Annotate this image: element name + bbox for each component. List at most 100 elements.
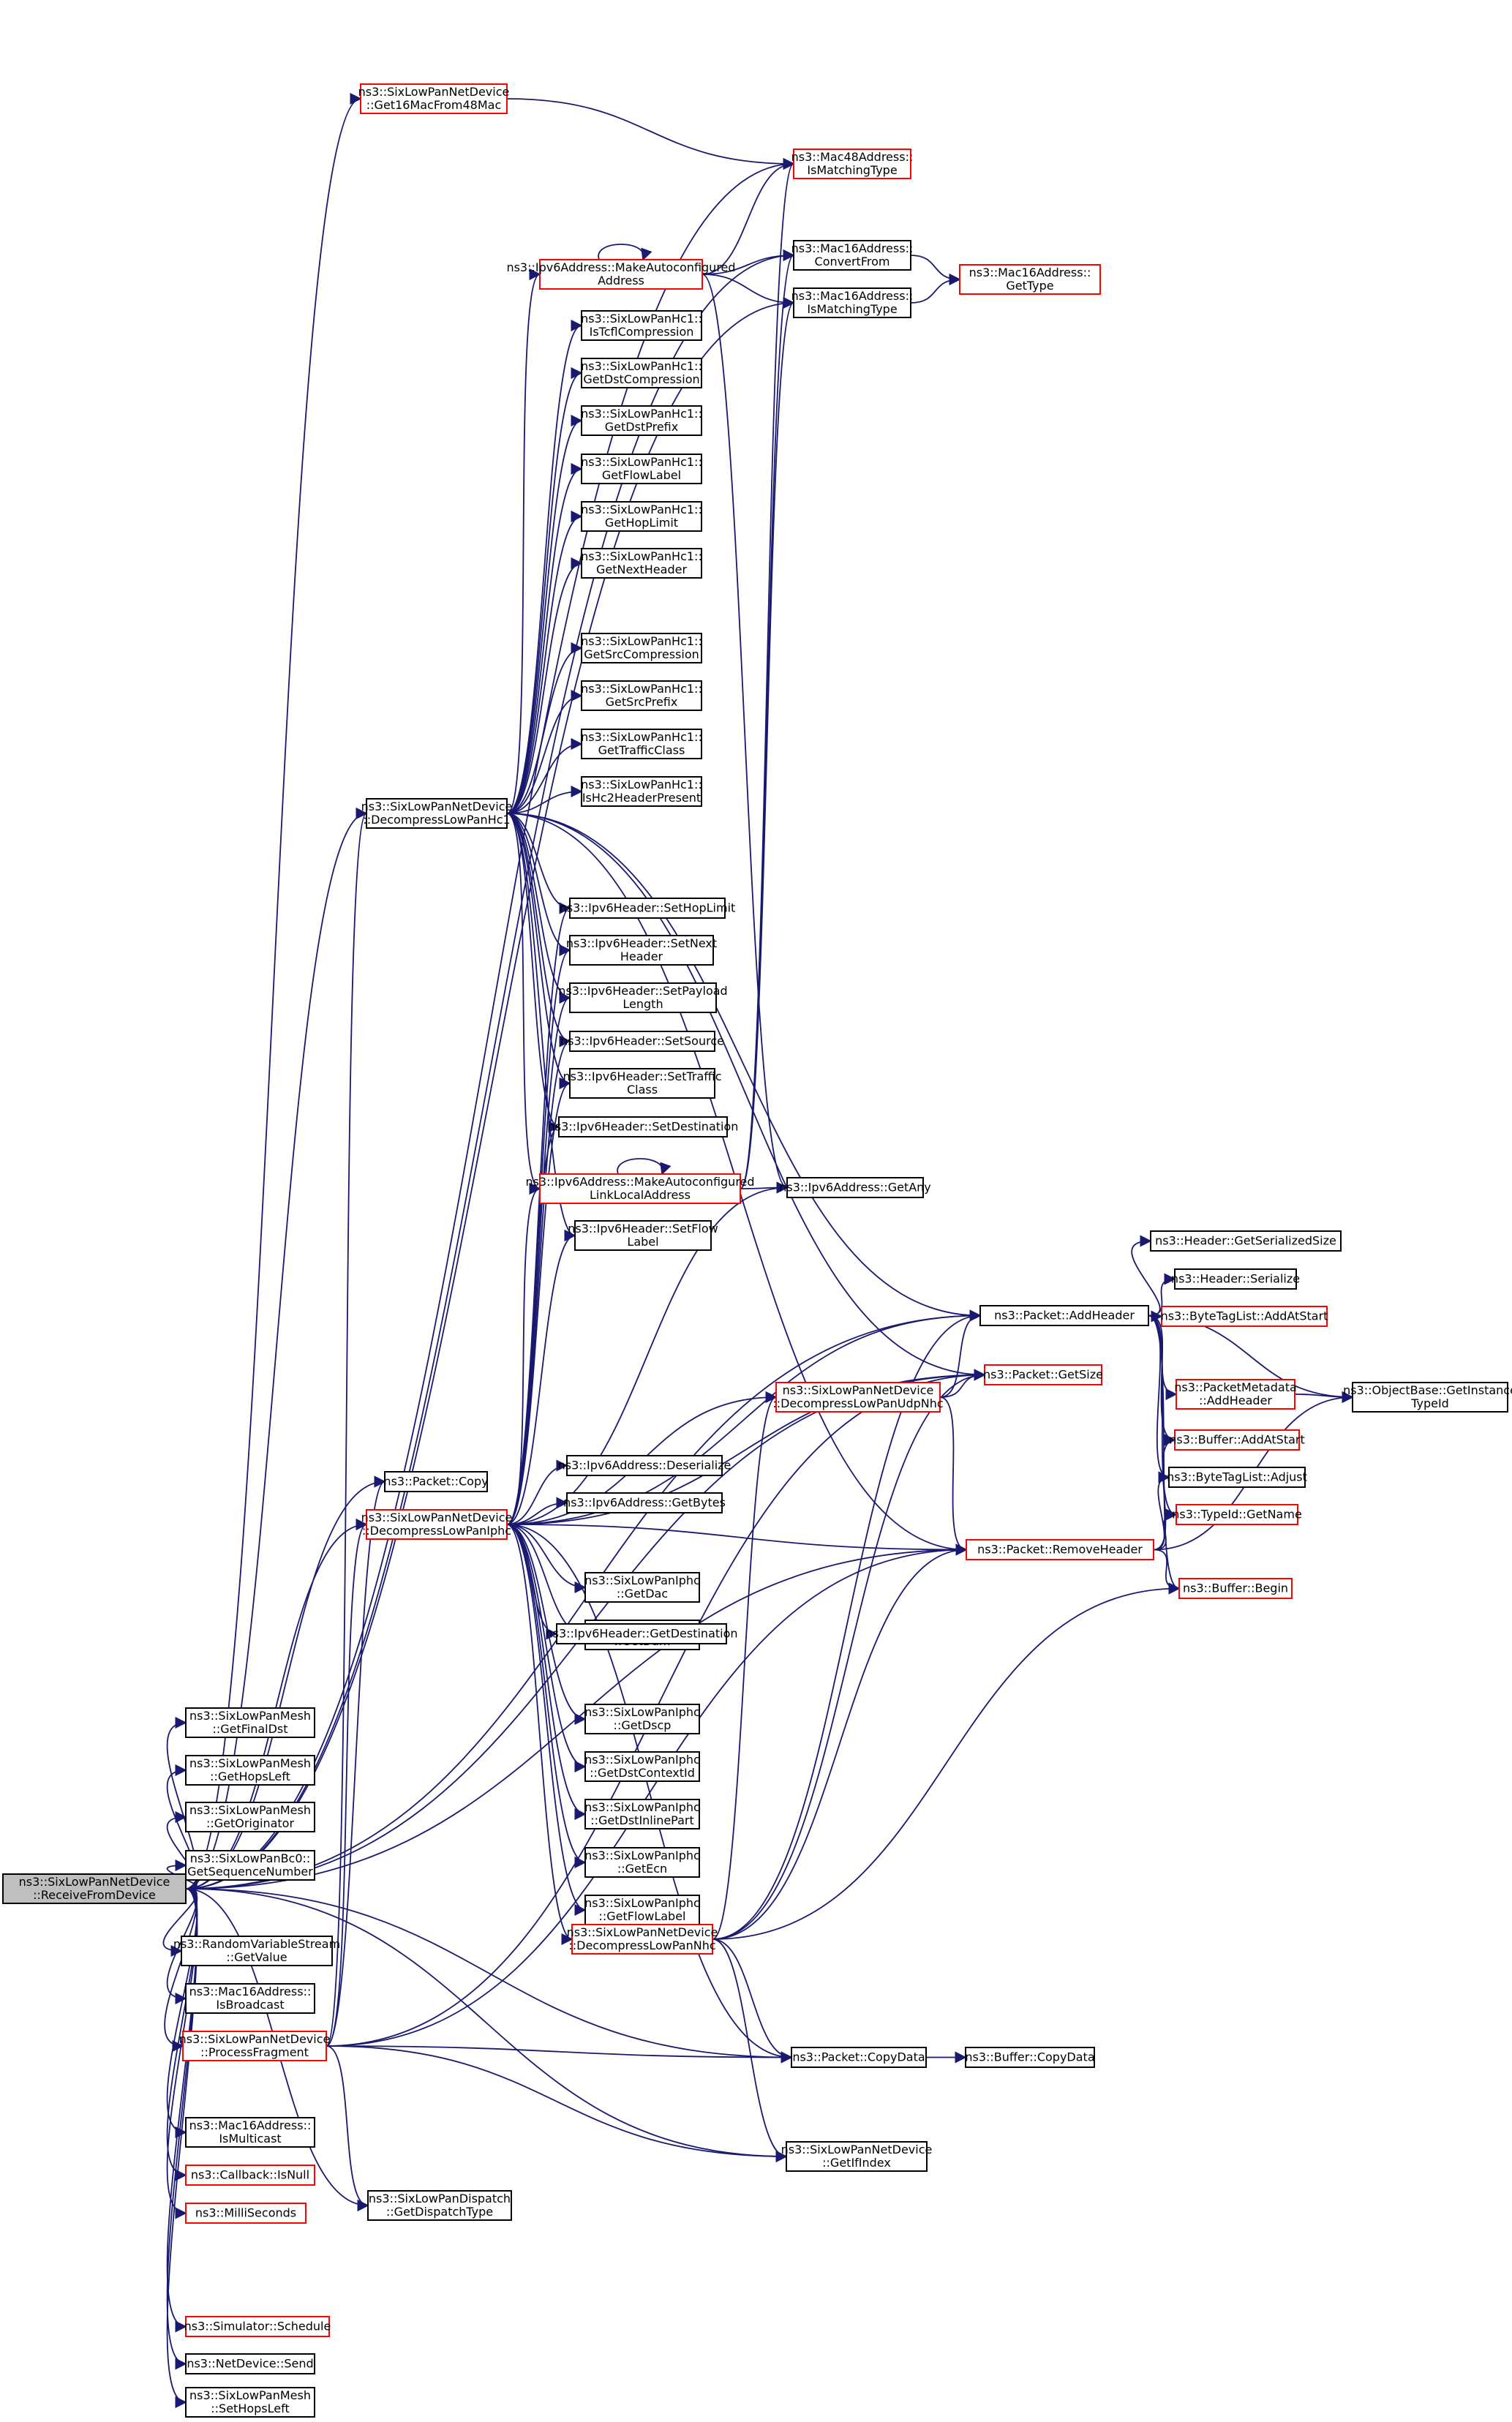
node-label: ::GetDispatchType xyxy=(386,2205,493,2219)
node-iphcdscp[interactable]: ns3::SixLowPanIphc::GetDscp xyxy=(584,1704,700,1734)
node-meshdst[interactable]: ns3::SixLowPanMesh::GetFinalDst xyxy=(185,1707,315,1738)
node-label: ns3::Ipv6Address::MakeAutoconfigured xyxy=(506,260,735,274)
node-mac16conv[interactable]: ns3::Mac16Address::ConvertFrom xyxy=(791,240,914,271)
node-hc1dstc[interactable]: ns3::SixLowPanHc1::GetDstCompression xyxy=(581,358,702,388)
node-makeauto[interactable]: ns3::Ipv6Address::MakeAutoconfiguredAddr… xyxy=(506,259,736,290)
node-hdrsize[interactable]: ns3::Header::GetSerializedSize xyxy=(1150,1230,1342,1252)
node-label: Address xyxy=(598,274,644,287)
node-label: GetSrcCompression xyxy=(584,647,699,661)
node-box xyxy=(1174,1268,1297,1290)
node-getdst[interactable]: ns3::Ipv6Header::GetDestination xyxy=(545,1623,738,1644)
node-btaddstart[interactable]: ns3::ByteTagList::AddAtStart xyxy=(1161,1306,1328,1327)
edge-deciphc-to-iphcflow xyxy=(506,1524,587,1916)
node-copydata[interactable]: ns3::Packet::CopyData xyxy=(791,2047,927,2068)
node-iphcinline[interactable]: ns3::SixLowPanIphc::GetDstInlinePart xyxy=(584,1799,700,1829)
node-setsrc[interactable]: ns3::Ipv6Header::SetSource xyxy=(560,1031,724,1052)
edge-dechc1-to-hc1dstc xyxy=(506,367,583,814)
edge-root-to-mac16match xyxy=(185,296,795,1889)
node-hc1tcfl[interactable]: ns3::SixLowPanHc1::IsTcflCompression xyxy=(581,310,702,341)
node-box xyxy=(566,1455,723,1476)
node-iphcdac[interactable]: ns3::SixLowPanIphc::GetDac xyxy=(584,1572,700,1603)
node-pmaddheader[interactable]: ns3::PacketMetadata::AddHeader xyxy=(1174,1379,1297,1410)
node-hc1tc[interactable]: ns3::SixLowPanHc1::GetTrafficClass xyxy=(581,729,702,759)
node-ndsend[interactable]: ns3::NetDevice::Send xyxy=(185,2353,315,2374)
node-box xyxy=(1174,1429,1300,1451)
node-meshset[interactable]: ns3::SixLowPanMesh::SetHopsLeft xyxy=(185,2387,315,2418)
node-hc1next[interactable]: ns3::SixLowPanHc1::GetNextHeader xyxy=(581,548,702,579)
node-meshhops[interactable]: ns3::SixLowPanMesh::GetHopsLeft xyxy=(185,1755,315,1786)
node-bufcopy[interactable]: ns3::Buffer::CopyData xyxy=(965,2047,1095,2068)
node-hc1hc2[interactable]: ns3::SixLowPanHc1::IsHc2HeaderPresent xyxy=(581,776,702,807)
node-hc1hop[interactable]: ns3::SixLowPanHc1::GetHopLimit xyxy=(581,501,702,532)
edge-dechc1-to-getsize xyxy=(506,813,986,1381)
edge-decudp-to-rmheader xyxy=(939,1396,968,1556)
node-mac48match[interactable]: ns3::Mac48Address::IsMatchingType xyxy=(791,148,914,179)
node-makell[interactable]: ns3::Ipv6Address::MakeAutoconfiguredLink… xyxy=(525,1173,755,1204)
node-box xyxy=(185,1850,315,1881)
node-box xyxy=(581,405,702,436)
node-box xyxy=(366,798,508,829)
node-setdst[interactable]: ns3::Ipv6Header::SetDestination xyxy=(548,1116,739,1137)
node-millisec[interactable]: ns3::MilliSeconds xyxy=(185,2203,306,2224)
node-bufaddstart[interactable]: ns3::Buffer::AddAtStart xyxy=(1169,1429,1305,1451)
node-mac16match[interactable]: ns3::Mac16Address::IsMatchingType xyxy=(791,287,914,318)
node-randval[interactable]: ns3::RandomVariableStream::GetValue xyxy=(173,1936,340,1966)
node-getsize[interactable]: ns3::Packet::GetSize xyxy=(983,1364,1103,1385)
node-label: ns3::Ipv6Header::SetSource xyxy=(560,1034,724,1048)
node-typeidname[interactable]: ns3::TypeId::GetName xyxy=(1172,1504,1302,1525)
node-procfrag[interactable]: ns3::SixLowPanNetDevice::ProcessFragment xyxy=(179,2031,331,2061)
node-box xyxy=(581,729,702,759)
node-label: GetNextHeader xyxy=(596,563,687,576)
node-iphcctx[interactable]: ns3::SixLowPanIphc::GetDstContextId xyxy=(584,1751,700,1782)
node-box xyxy=(775,1382,941,1413)
node-decnhc[interactable]: ns3::SixLowPanNetDevice::DecompressLowPa… xyxy=(567,1924,718,1955)
node-dechc1[interactable]: ns3::SixLowPanNetDevice::DecompressLowPa… xyxy=(361,798,513,829)
node-box xyxy=(793,240,911,271)
node-deser[interactable]: ns3::Ipv6Address::Deserialize xyxy=(558,1455,731,1476)
node-label: ns3::NetDevice::Send xyxy=(187,2357,313,2371)
node-iphcflow[interactable]: ns3::SixLowPanIphc::GetFlowLabel xyxy=(584,1895,700,1925)
node-disptype[interactable]: ns3::SixLowPanDispatch::GetDispatchType xyxy=(367,2190,512,2221)
node-getany[interactable]: ns3::Ipv6Address::GetAny xyxy=(779,1177,931,1198)
node-bufbegin[interactable]: ns3::Buffer::Begin xyxy=(1178,1578,1293,1599)
node-box xyxy=(185,2353,315,2374)
node-label: IsHc2HeaderPresent xyxy=(582,791,701,805)
node-meshorig[interactable]: ns3::SixLowPanMesh::GetOriginator xyxy=(185,1802,315,1832)
edge-deciphc-to-settc xyxy=(506,1078,571,1525)
node-bc0seq[interactable]: ns3::SixLowPanBc0::GetSequenceNumber xyxy=(185,1850,315,1881)
node-mac16mcast[interactable]: ns3::Mac16Address::IsMulticast xyxy=(185,2117,315,2148)
node-hc1srcc[interactable]: ns3::SixLowPanHc1::GetSrcCompression xyxy=(581,633,702,663)
node-label: ::GetDac xyxy=(617,1587,668,1601)
node-cbnull[interactable]: ns3::Callback::IsNull xyxy=(185,2165,315,2186)
node-schedule[interactable]: ns3::Simulator::Schedule xyxy=(184,2316,331,2337)
node-box xyxy=(185,2387,315,2418)
node-sethop[interactable]: ns3::Ipv6Header::SetHopLimit xyxy=(560,898,736,919)
node-rmheader[interactable]: ns3::Packet::RemoveHeader xyxy=(966,1539,1154,1560)
node-label: ::GetFinalDst xyxy=(212,1722,287,1736)
node-hc1dstp[interactable]: ns3::SixLowPanHc1::GetDstPrefix xyxy=(581,405,702,436)
node-getbytes[interactable]: ns3::Ipv6Address::GetBytes xyxy=(563,1492,726,1513)
node-iphcecn[interactable]: ns3::SixLowPanIphc::GetEcn xyxy=(584,1847,700,1878)
node-hc1srcp[interactable]: ns3::SixLowPanHc1::GetSrcPrefix xyxy=(581,680,702,711)
node-getifindex[interactable]: ns3::SixLowPanNetDevice::GetIfIndex xyxy=(781,2141,933,2172)
node-mac16bcast[interactable]: ns3::Mac16Address::IsBroadcast xyxy=(185,1983,315,2014)
node-hc1flow[interactable]: ns3::SixLowPanHc1::GetFlowLabel xyxy=(581,454,702,484)
node-addheader[interactable]: ns3::Packet::AddHeader xyxy=(979,1305,1149,1326)
node-deciphc[interactable]: ns3::SixLowPanNetDevice::DecompressLowPa… xyxy=(361,1509,513,1540)
node-decudp[interactable]: ns3::SixLowPanNetDevice::DecompressLowPa… xyxy=(772,1382,944,1413)
node-hdrser[interactable]: ns3::Header::Serialize xyxy=(1171,1268,1300,1290)
edge-deciphc-to-iphcctx xyxy=(506,1524,587,1773)
node-label: ns3::Packet::CopyData xyxy=(792,2050,925,2064)
node-label: ns3::SixLowPanHc1:: xyxy=(581,682,702,696)
node-root[interactable]: ns3::SixLowPanNetDevice::ReceiveFromDevi… xyxy=(2,1873,187,1904)
node-btadjust[interactable]: ns3::ByteTagList::Adjust xyxy=(1167,1467,1307,1488)
node-label: ns3::Packet::GetSize xyxy=(983,1368,1103,1382)
node-get16mac[interactable]: ns3::SixLowPanNetDevice::Get16MacFrom48M… xyxy=(358,83,510,114)
node-pcopy[interactable]: ns3::Packet::Copy xyxy=(383,1471,489,1492)
node-mac16type[interactable]: ns3::Mac16Address::GetType xyxy=(959,264,1101,295)
